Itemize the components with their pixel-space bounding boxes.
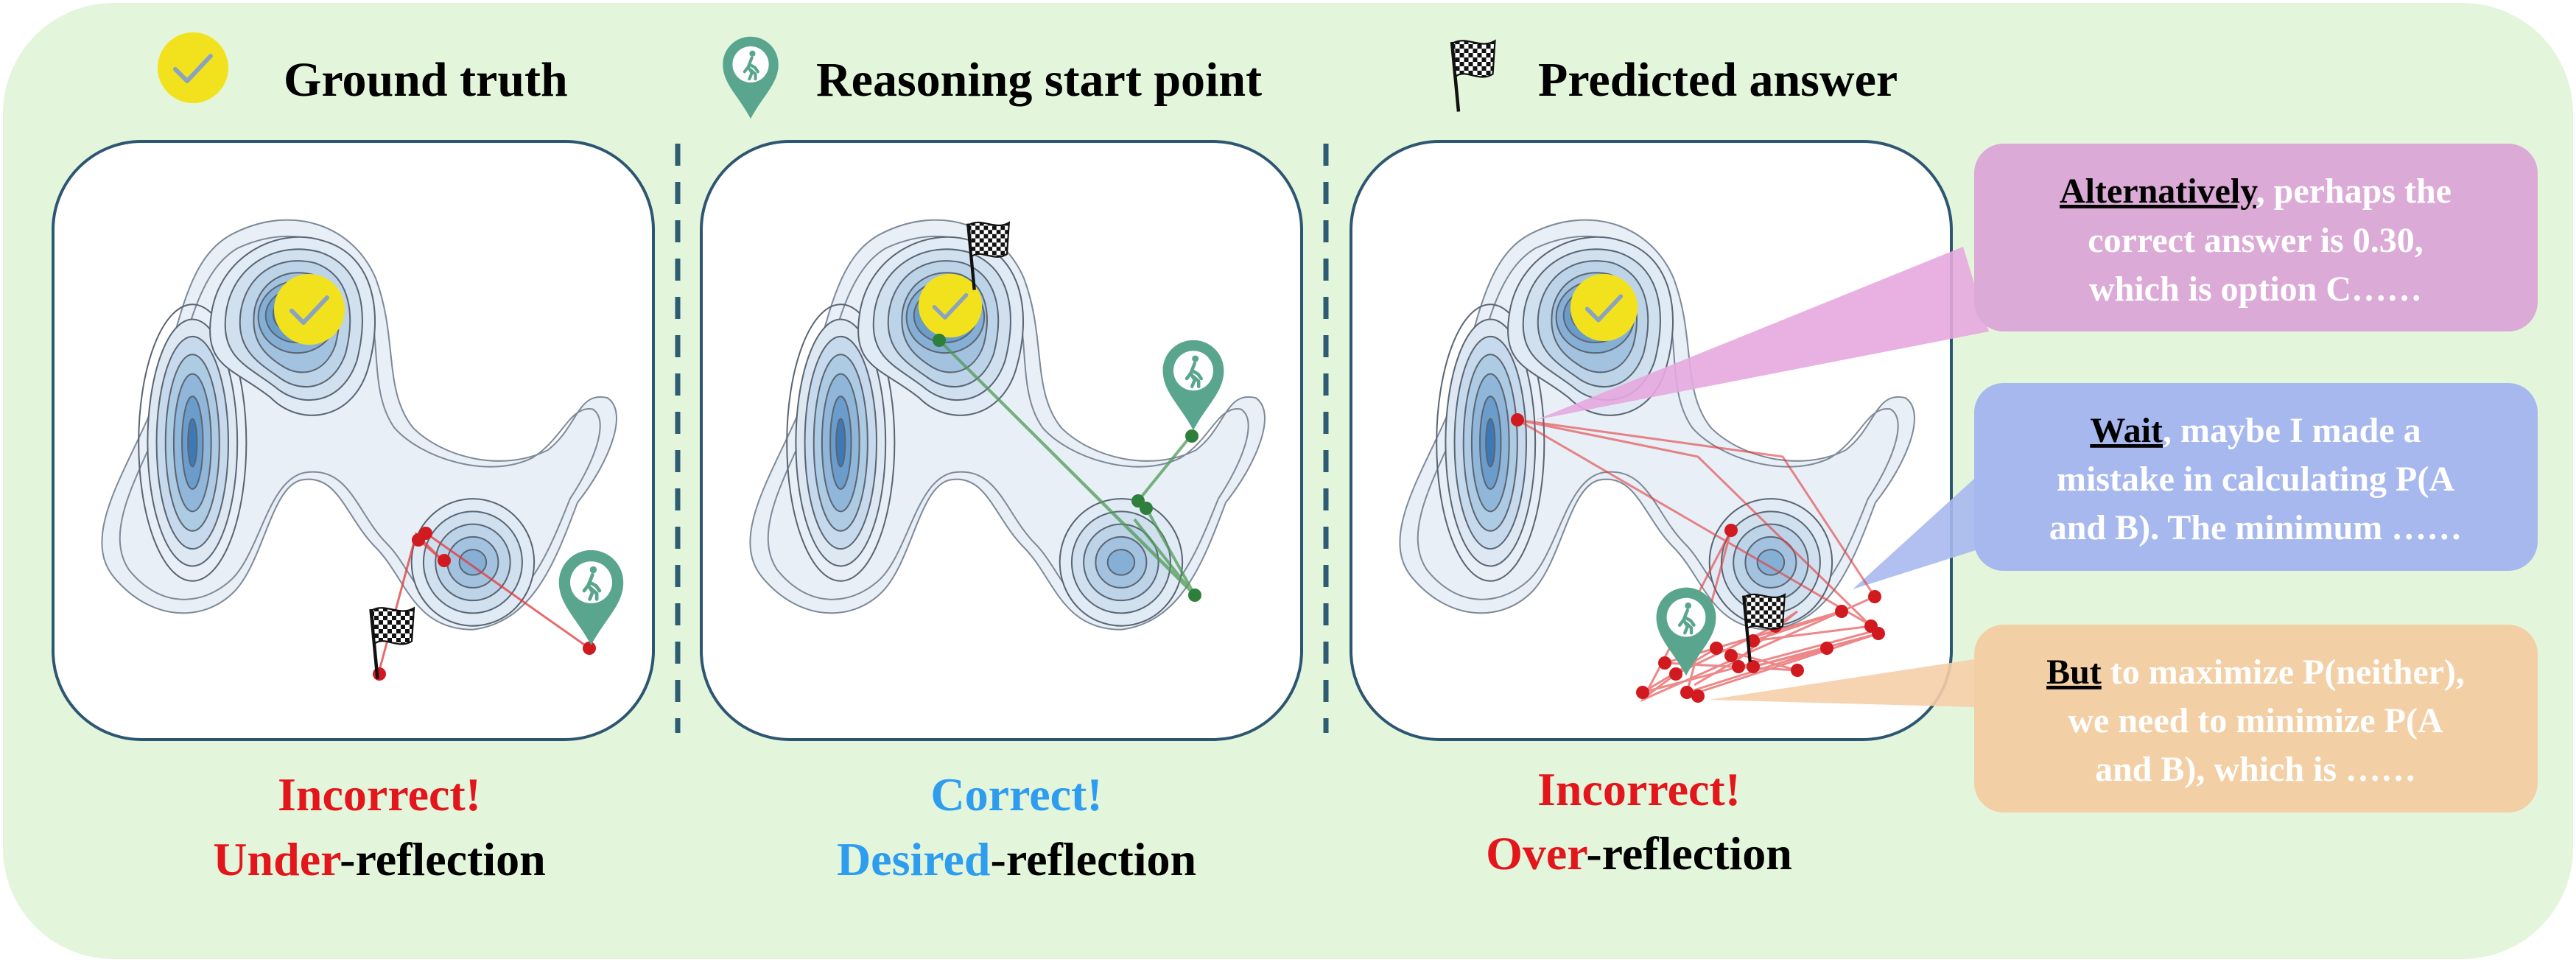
reflection-label: Desired-reflection <box>837 833 1196 885</box>
bubble-line: Alternatively, perhaps the <box>2060 172 2452 211</box>
bubble-text: , maybe I made a <box>2163 411 2421 450</box>
legend-ground-truth: Ground truth <box>284 53 568 107</box>
reflection-suffix: -reflection <box>991 833 1197 885</box>
reflection-prefix: Under <box>213 833 341 885</box>
bubble-line: But to maximize P(neither), <box>2046 653 2465 692</box>
legend: Ground truth Reasoning start point Predi… <box>158 32 1898 119</box>
ground-truth-marker <box>1570 274 1638 341</box>
verdict-label: Incorrect! <box>278 768 481 821</box>
verdict-label: Incorrect! <box>1537 763 1741 815</box>
reflection-prefix: Over <box>1486 827 1587 880</box>
reflection-bubble-but: But to maximize P(neither), we need to m… <box>1974 625 2538 812</box>
bubble-pointer <box>1853 479 2004 589</box>
reflection-suffix: -reflection <box>340 833 546 885</box>
bubble-pointer <box>1536 247 1989 420</box>
legend-predicted: Predicted answer <box>1538 53 1898 107</box>
reflection-suffix: -reflection <box>1586 827 1792 880</box>
check-icon <box>158 32 228 103</box>
ground-truth-marker <box>274 274 345 345</box>
reflection-label: Over-reflection <box>1486 827 1792 880</box>
bubble-line: and B), which is …… <box>2095 750 2416 789</box>
reflection-prefix: Desired <box>837 833 991 885</box>
path-points <box>933 334 1201 602</box>
bubble-line: which is option C…… <box>2089 270 2422 309</box>
bubble-line: correct answer is 0.30, <box>2088 221 2423 260</box>
bubble-box <box>1974 144 2538 331</box>
reflection-label: Under-reflection <box>213 833 545 885</box>
bubble-line: we need to minimize P(A <box>2068 701 2443 740</box>
bubble-keyword: But <box>2046 653 2102 692</box>
verdict-label: Correct! <box>930 768 1102 821</box>
bubble-line: and B). The minimum …… <box>2049 508 2463 547</box>
reflection-bubble-wait: Wait, maybe I made a mistake in calculat… <box>1974 383 2538 571</box>
panel-under-reflection: Incorrect! Under-reflection <box>52 140 655 885</box>
panel-over-reflection: Incorrect! Over-reflection <box>1350 140 2004 880</box>
path-points <box>1511 413 1885 703</box>
bubble-text: , perhaps the <box>2256 172 2452 211</box>
reasoning-path <box>378 532 590 671</box>
bubble-pointer <box>1709 659 1974 707</box>
reflection-bubble-alternatively: Alternatively, perhaps the correct answe… <box>1974 144 2538 331</box>
bubble-line: mistake in calculating P(A <box>2057 460 2454 499</box>
panel-desired-reflection: Correct! Desired-reflection <box>700 140 1303 885</box>
bubble-keyword: Wait <box>2090 411 2163 450</box>
bubble-text: to maximize P(neither), <box>2102 653 2465 692</box>
bubble-box <box>1974 625 2538 812</box>
bubble-keyword: Alternatively <box>2060 172 2258 211</box>
bubble-line: Wait, maybe I made a <box>2090 411 2421 450</box>
legend-start-point: Reasoning start point <box>816 53 1262 107</box>
bubble-box <box>1974 383 2538 571</box>
